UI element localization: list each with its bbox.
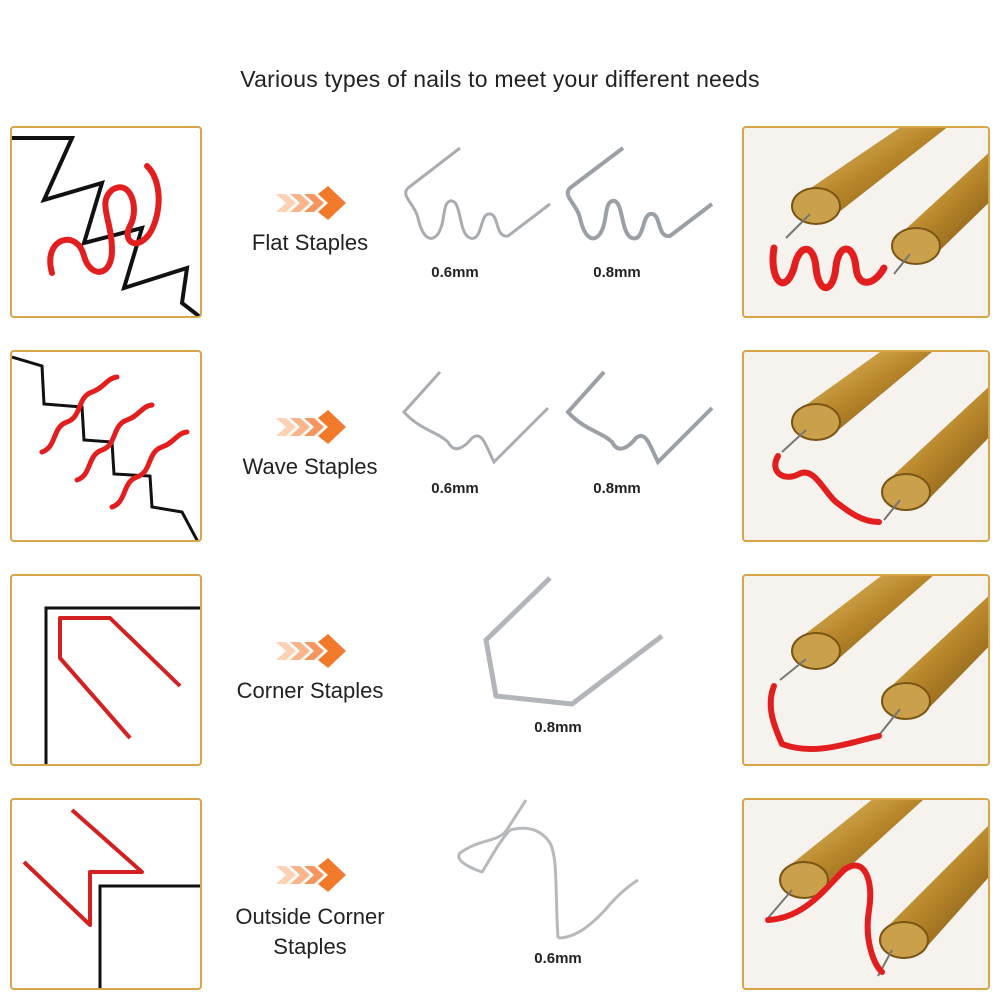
size-label-0-8mm: 0.8mm [534,719,582,736]
staple-samples: 0.8mm [390,574,730,770]
flat-staple-diagram [10,126,202,318]
staple-type-label: Flat Staples [251,230,369,255]
size-label-0-6mm: 0.6mm [534,950,582,967]
size-label-0-8mm: 0.8mm [593,480,641,497]
outside-corner-staple-welding-photo [742,798,990,990]
row-outside-corner-staples: Outside Corner Staples 0.6mm [0,798,1000,994]
wave-staple-welding-photo [742,350,990,542]
corner-staple-diagram [10,574,202,766]
row-flat-staples: Flat Staples 0.6mm 0.8mm [0,126,1000,322]
wave-staple-diagram [10,350,202,542]
row-wave-staples: Wave Staples 0.6mm 0.8mm [0,350,1000,546]
orange-arrow-icon [276,858,346,892]
corner-staple-welding-photo [742,574,990,766]
orange-arrow-icon [276,410,346,444]
staple-samples: 0.6mm 0.8mm [390,126,730,322]
page-title: Various types of nails to meet your diff… [240,66,760,92]
outside-corner-staple-diagram [10,798,202,990]
size-label-0-6mm: 0.6mm [431,480,479,497]
orange-arrow-icon [276,186,346,220]
staple-type-label: Outside Corner Staples [235,904,385,959]
orange-arrow-icon [276,634,346,668]
staple-type-label: Corner Staples [236,678,384,703]
flat-staple-welding-photo [742,126,990,318]
size-label-0-6mm: 0.6mm [431,264,479,281]
staple-samples: 0.6mm [390,798,730,994]
row-corner-staples: Corner Staples 0.8mm [0,574,1000,770]
size-label-0-8mm: 0.8mm [593,264,641,281]
staple-type-label: Wave Staples [242,454,378,479]
staple-samples: 0.6mm 0.8mm [390,350,730,546]
